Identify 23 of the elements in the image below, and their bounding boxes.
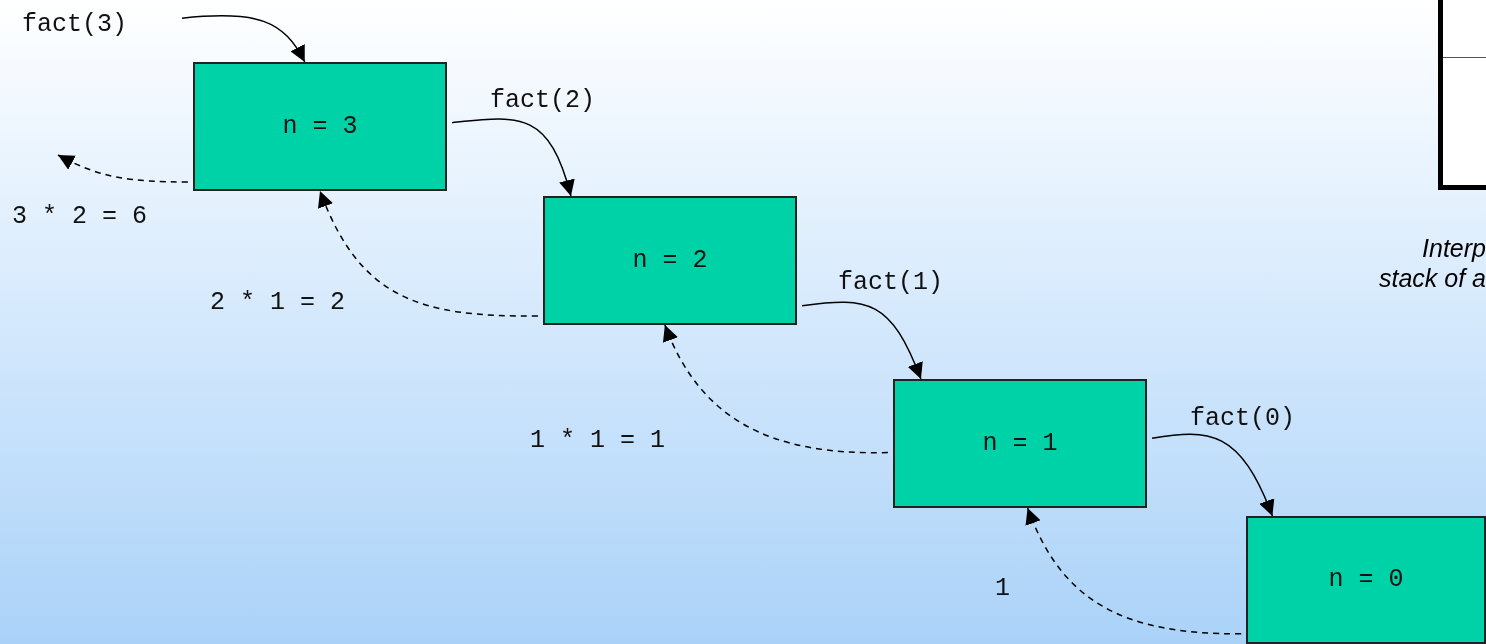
frame-box: n = 0	[1246, 516, 1486, 644]
caption-text: Interp	[1422, 236, 1486, 261]
frame-box: n = 1	[893, 379, 1147, 508]
edge-label: 3 * 2 = 6	[12, 204, 148, 229]
arrow	[1151, 433, 1274, 517]
dashed-arrow	[57, 154, 189, 183]
edge-label: fact(1)	[838, 270, 944, 295]
edge-label: 2 * 1 = 2	[210, 290, 346, 315]
frame-box: n = 3	[193, 62, 447, 191]
dashed-arrow	[1026, 507, 1242, 635]
dashed-arrow	[663, 324, 889, 454]
caption-text: stack of a	[1379, 266, 1486, 291]
call-text: fact(3)	[22, 8, 182, 42]
arrow	[181, 15, 306, 63]
stack-box	[1438, 0, 1486, 190]
edge-label: fact(2)	[490, 88, 596, 113]
edge-label: 1	[995, 576, 1010, 601]
arrow	[801, 301, 923, 380]
dashed-arrow	[318, 190, 539, 317]
edge-label: fact(0)	[1190, 406, 1296, 431]
edge-label: 1 * 1 = 1	[530, 428, 666, 453]
frame-box: n = 2	[543, 196, 797, 325]
arrow	[451, 118, 575, 197]
